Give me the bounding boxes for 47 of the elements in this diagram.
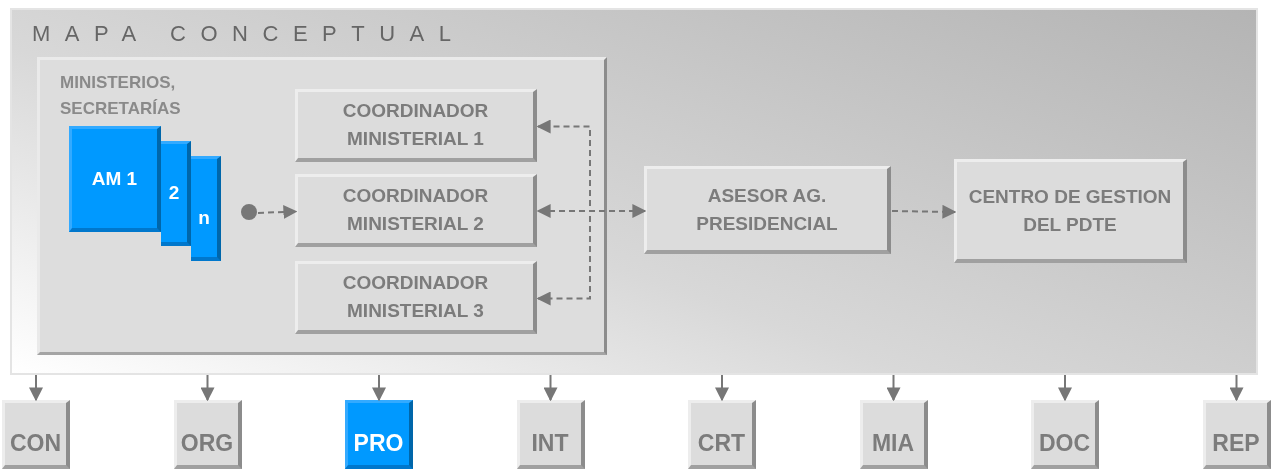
active-tab: [345, 400, 413, 469]
diagram-panel: [10, 8, 1258, 375]
tab-label: ORG: [180, 429, 234, 457]
tab-label: MIA: [871, 429, 915, 457]
process-box: [295, 261, 537, 334]
arrow: [886, 374, 901, 402]
box-label: ASESOR AG. PRESIDENCIAL: [695, 183, 839, 236]
tab: [1031, 400, 1099, 469]
tab: [859, 400, 928, 469]
box-label: CENTRO DE GESTION DEL PDTE: [967, 184, 1173, 237]
box-label: AM 1: [91, 166, 138, 191]
arrow: [543, 374, 558, 402]
arrow: [200, 374, 215, 402]
arrow: [29, 374, 43, 402]
tab-label: PRO: [353, 429, 404, 457]
group-heading: MINISTERIOS, SECRETARÍAS: [60, 72, 182, 120]
box-label: n: [198, 206, 210, 230]
arrow: [891, 204, 957, 219]
stacked-card: [161, 141, 191, 246]
tab: [2, 400, 70, 469]
start-dot: [241, 204, 257, 220]
tab-label: REP: [1212, 429, 1260, 457]
arrow: [257, 205, 298, 219]
box-label: COORDINADOR MINISTERIAL 2: [341, 184, 490, 236]
process-box: [954, 159, 1187, 263]
tab-label: INT: [531, 429, 569, 457]
stacked-card: [69, 126, 161, 232]
tab: [173, 400, 242, 469]
tab-label: CON: [9, 429, 62, 457]
box-label: 2: [168, 181, 180, 205]
process-box: [295, 174, 537, 247]
group-panel: [37, 57, 607, 355]
arrow: [1229, 374, 1244, 402]
tab-label: CRT: [697, 429, 746, 457]
tab: [516, 400, 585, 469]
tab: [1202, 400, 1271, 469]
box-label: COORDINADOR MINISTERIAL 1: [341, 99, 490, 151]
tab-label: DOC: [1038, 429, 1091, 457]
box-label: COORDINADOR MINISTERIAL 3: [341, 271, 490, 323]
process-box: [295, 89, 537, 162]
tab: [688, 400, 756, 469]
arrow: [372, 374, 386, 402]
process-box: [644, 166, 891, 254]
panel-heading: MAPA CONCEPTUAL: [32, 20, 466, 48]
arrow: [1058, 374, 1072, 402]
arrow: [715, 374, 729, 402]
stacked-card: [191, 156, 221, 261]
